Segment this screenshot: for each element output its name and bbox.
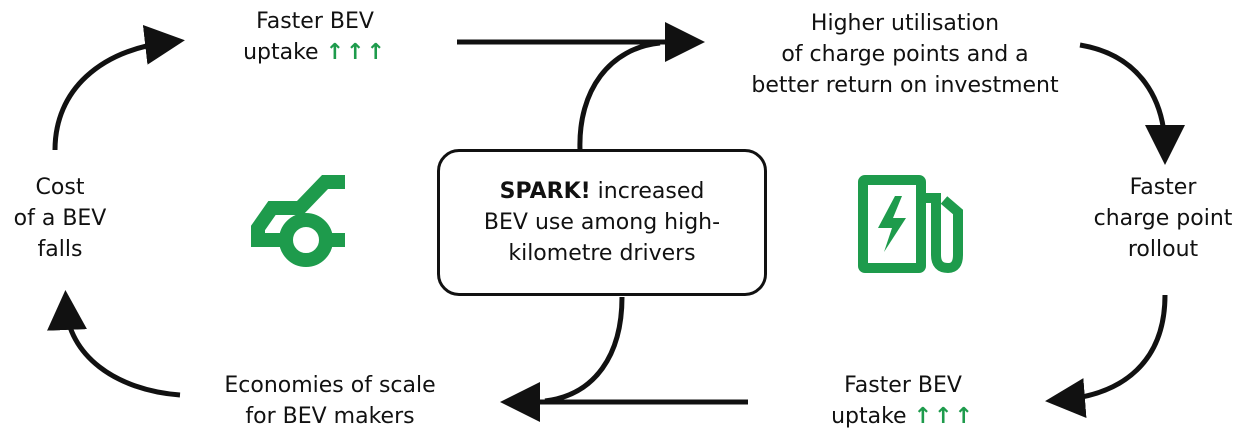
node-text: uptake [243,40,319,65]
node-line-with-arrows: uptake ↑↑↑ [818,401,988,432]
ev-charger-icon [858,175,963,274]
node-line: Higher utilisation [810,11,1000,36]
center-line-2: BEV use among high- [483,210,721,235]
node-faster-bev-uptake-top: Faster BEV uptake ↑↑↑ [230,6,400,68]
node-economies-of-scale: Economies of scale for BEV makers [195,370,465,432]
center-line-3: kilometre drivers [508,241,696,266]
arrow-cost-to-uptake [52,24,185,151]
node-line: rollout [1127,237,1199,262]
arrow-spark-to-bottom [544,296,625,404]
node-line: falls [37,237,83,262]
node-faster-charge-point-rollout: Faster charge point rollout [1088,172,1238,265]
node-line: Economies of scale [224,373,436,398]
up-arrows-icon: ↑↑↑ [325,40,387,65]
node-faster-bev-uptake-bottom: Faster BEV uptake ↑↑↑ [818,370,988,432]
center-line-1: SPARK! increased [500,176,705,207]
node-line: charge point [1093,206,1233,231]
node-line: Faster BEV [256,9,374,34]
node-higher-utilisation: Higher utilisation of charge points and … [735,8,1075,101]
center-text: increased [590,179,705,204]
arrow-utilisation-to-rollout [1079,42,1185,165]
arrow-rollout-to-uptake [1045,294,1168,419]
node-text: uptake [831,404,907,429]
car-icon [251,175,345,267]
node-line: Faster BEV [844,373,962,398]
arrow-economies-to-cost [47,290,181,398]
node-line: Cost [35,175,85,200]
node-line: Faster [1129,175,1197,200]
spark-center-box: SPARK! increased BEV use among high- kil… [437,149,767,296]
node-line: of a BEV [13,206,107,231]
node-cost-of-bev-falls: Cost of a BEV falls [5,172,115,265]
node-line: for BEV makers [245,404,415,429]
spark-brand: SPARK! [499,179,591,204]
node-line-with-arrows: uptake ↑↑↑ [230,37,400,68]
node-line: better return on investment [751,73,1059,98]
up-arrows-icon: ↑↑↑ [913,404,975,429]
arrow-spark-to-top [577,40,661,151]
node-line: of charge points and a [781,42,1029,67]
